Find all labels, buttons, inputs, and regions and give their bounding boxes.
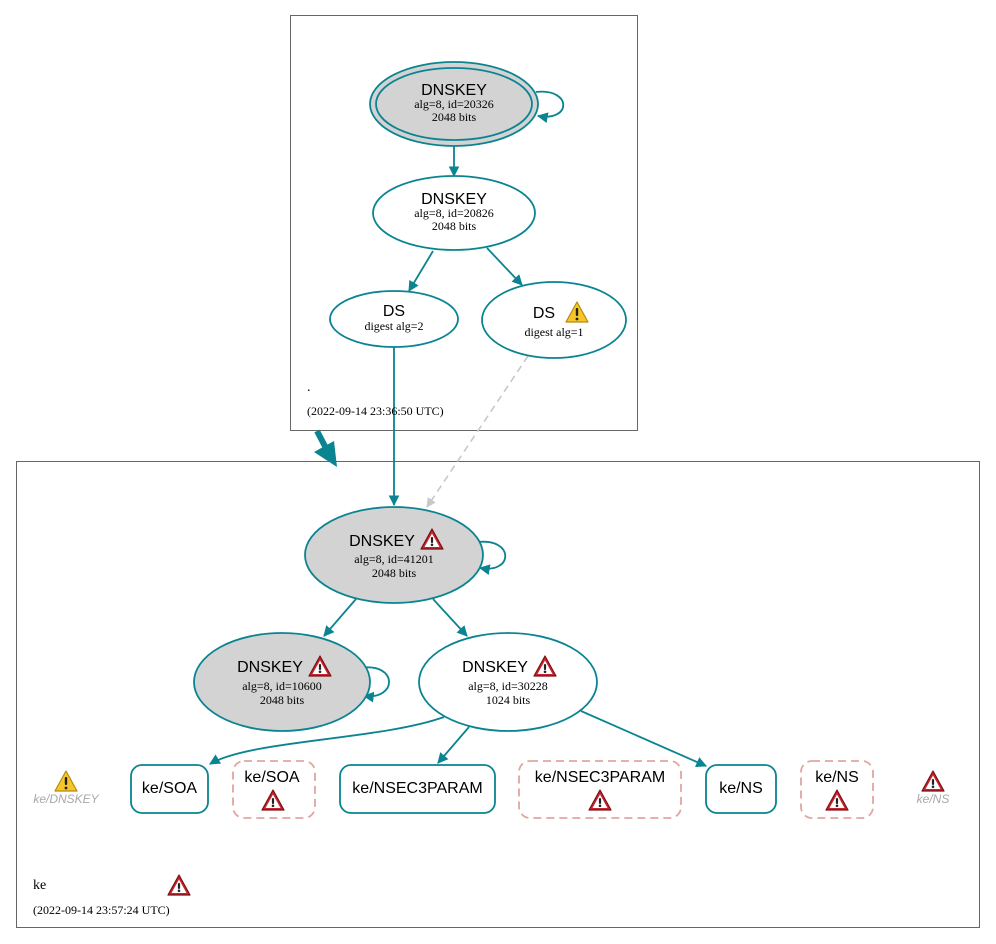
edge-ke-ksk-selfsign (477, 540, 507, 575)
ke-key-10600-node[interactable]: DNSKEY alg=8, id=10600 2048 bits (193, 632, 371, 732)
root-ksk-bits: 2048 bits (432, 110, 477, 124)
ghost-ns-label: ke/NS (917, 792, 950, 806)
root-ksk-alg: alg=8, id=20326 (414, 97, 494, 111)
edge-zsk-to-ds1 (486, 247, 523, 286)
edge-root-ksk-selfsign (535, 90, 565, 123)
ghost-dnskey-label: ke/DNSKEY (33, 792, 99, 806)
ke-ksk-alg: alg=8, id=41201 (354, 552, 434, 566)
ke-ksk-title: DNSKEY (349, 533, 415, 550)
key-10600-title: DNSKEY (237, 659, 303, 676)
root-zone-box (290, 15, 638, 431)
ghost-ns-node[interactable]: ke/NS (917, 770, 950, 806)
edge-30228-to-soa (209, 716, 445, 765)
ghost-dnskey-node[interactable]: ke/DNSKEY (33, 770, 100, 806)
delegation-arrowhead (314, 441, 337, 467)
edge-10600-selfsign (359, 666, 390, 703)
root-zsk-node[interactable]: DNSKEY alg=8, id=20826 2048 bits (372, 175, 536, 251)
key-30228-alg: alg=8, id=30228 (468, 679, 548, 693)
error-icon (921, 770, 945, 792)
edge-ke-ksk-to-10600 (323, 598, 357, 637)
root-ds1-node[interactable]: DS digest alg=1 (481, 281, 627, 359)
nsec3param-error-node[interactable]: ke/NSEC3PARAM (518, 760, 682, 819)
key-10600-alg: alg=8, id=10600 (242, 679, 322, 693)
soa-error-node[interactable]: ke/SOA (232, 760, 316, 819)
root-ksk-node[interactable]: DNSKEY alg=8, id=20326 2048 bits (369, 61, 539, 147)
ds1-digest: digest alg=1 (524, 325, 583, 339)
soa-label: ke/SOA (142, 780, 197, 797)
ke-zone-timestamp: (2022-09-14 23:57:24 UTC) (33, 903, 170, 917)
ds2-title: DS (383, 303, 405, 320)
nsec3param-label: ke/NSEC3PARAM (352, 780, 482, 797)
root-zsk-alg: alg=8, id=20826 (414, 206, 494, 220)
ds2-digest: digest alg=2 (364, 319, 423, 333)
edge-30228-to-nsec3param (437, 726, 470, 764)
ke-ksk-node[interactable]: DNSKEY alg=8, id=41201 2048 bits (304, 506, 484, 604)
nsec3param-error-label: ke/NSEC3PARAM (535, 769, 665, 786)
warning-icon (54, 770, 78, 792)
root-ksk-title: DNSKEY (421, 82, 487, 99)
key-30228-title: DNSKEY (462, 659, 528, 676)
edge-zsk-to-ds2 (408, 250, 434, 292)
soa-node[interactable]: ke/SOA (130, 764, 209, 814)
key-30228-bits: 1024 bits (486, 693, 531, 707)
edge-ke-ksk-to-30228 (432, 598, 468, 637)
soa-error-label: ke/SOA (244, 769, 299, 786)
root-ds2-node[interactable]: DS digest alg=2 (329, 290, 459, 348)
ns-node[interactable]: ke/NS (705, 764, 777, 814)
ke-zone-box (16, 461, 980, 928)
ke-key-30228-node[interactable]: DNSKEY alg=8, id=30228 1024 bits (418, 632, 598, 732)
error-icon (167, 874, 191, 896)
edge-ds1-to-ke-ksk (426, 355, 529, 508)
ns-error-label: ke/NS (815, 769, 859, 786)
nsec3param-node[interactable]: ke/NSEC3PARAM (339, 764, 496, 814)
root-zone-timestamp: (2022-09-14 23:36:50 UTC) (307, 404, 444, 418)
root-zsk-title: DNSKEY (421, 191, 487, 208)
key-10600-bits: 2048 bits (260, 693, 305, 707)
ke-ksk-bits: 2048 bits (372, 566, 417, 580)
ns-label: ke/NS (719, 780, 763, 797)
ns-error-node[interactable]: ke/NS (800, 760, 874, 819)
edge-30228-to-ns (580, 710, 707, 768)
ke-zone-name: ke (33, 878, 46, 893)
root-zone-name: . (307, 380, 311, 395)
ds1-title: DS (533, 305, 555, 322)
root-zsk-bits: 2048 bits (432, 219, 477, 233)
